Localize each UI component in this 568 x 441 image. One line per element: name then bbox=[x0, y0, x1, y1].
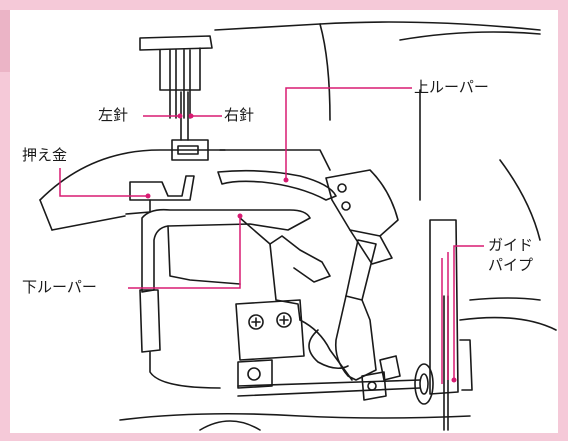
frame-border-left bbox=[0, 0, 10, 441]
label-presser-foot: 押え金 bbox=[22, 146, 68, 164]
leader-upper-looper bbox=[285, 87, 412, 180]
label-lower-looper: 下ルーパー bbox=[22, 278, 97, 296]
leader-presser-foot bbox=[59, 168, 148, 197]
frame-border-right bbox=[558, 0, 568, 441]
label-upper-looper: 上ルーパー bbox=[414, 78, 489, 96]
upper-looper-shape bbox=[217, 169, 337, 201]
lower-looper-shape bbox=[141, 208, 311, 293]
drive-shaft bbox=[237, 379, 421, 397]
label-guide-pipe-line2: パイプ bbox=[488, 256, 534, 274]
label-right-needle: 右針 bbox=[224, 106, 255, 124]
machine-body-outline bbox=[214, 21, 541, 31]
frame-border-bottom bbox=[0, 433, 568, 441]
label-left-needle: 左針 bbox=[98, 106, 129, 124]
leader-guide-pipe bbox=[453, 245, 484, 380]
leader-lower-looper bbox=[128, 216, 241, 289]
frame-border-top bbox=[0, 0, 568, 10]
needle-bar bbox=[139, 35, 213, 51]
machine-bed bbox=[39, 149, 226, 201]
label-guide-pipe-line1: ガイド bbox=[488, 236, 534, 254]
pulley bbox=[414, 363, 434, 405]
frame-tab bbox=[0, 10, 10, 72]
